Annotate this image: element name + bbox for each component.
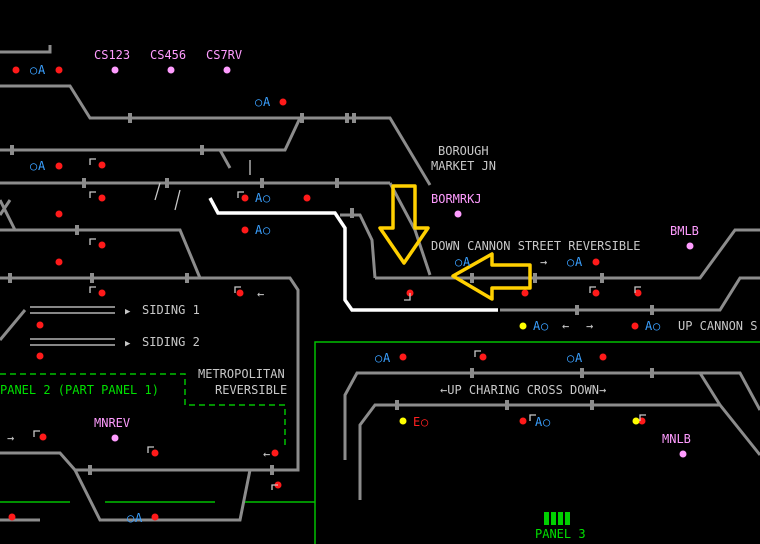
emergency-ring-icon: ○: [421, 415, 428, 429]
signals-yellow[interactable]: [399, 322, 640, 425]
svg-text:←: ←: [257, 287, 264, 301]
svg-text:A: A: [645, 319, 653, 333]
label-siding2: SIDING 2: [142, 335, 200, 349]
track-diag-left: [0, 199, 17, 231]
signals-red[interactable]: [8, 66, 646, 521]
track-diag-left2: [0, 309, 27, 341]
svg-text:→: →: [7, 431, 14, 445]
track-layer: [0, 45, 760, 522]
svg-text:A: A: [575, 255, 583, 269]
track-upper-main: [0, 84, 432, 186]
label-panel2: PANEL 2 (PART PANEL 1): [0, 383, 159, 397]
berth-dots: [111, 66, 694, 458]
track-down-cannon: [375, 228, 760, 280]
svg-text:A: A: [535, 415, 543, 429]
track-lower-left: [0, 451, 290, 472]
label-panel3[interactable]: PANEL 3: [535, 527, 586, 541]
svg-text:○: ○: [263, 191, 270, 205]
svg-text:A: A: [135, 511, 143, 525]
track-lower-loop: [73, 469, 252, 522]
berth-mnlb[interactable]: MNLB: [662, 432, 691, 446]
panel2-border: [0, 373, 286, 445]
label-borough: BOROUGH: [438, 144, 489, 158]
yellow-down-arrow-icon: [378, 184, 430, 265]
label-up-charing-cross: ←UP CHARING CROSS DOWN→: [440, 383, 606, 397]
track-up-cannon: [500, 276, 760, 312]
track-stub-top: [0, 45, 52, 54]
svg-text:○: ○: [30, 159, 37, 173]
svg-text:○: ○: [543, 415, 550, 429]
sidings: [30, 306, 115, 346]
label-up-cannon: UP CANNON S: [678, 319, 757, 333]
siding1-arrow-icon: ▶: [125, 307, 131, 317]
svg-text:→: →: [586, 319, 593, 333]
direction-arrows: ← → ← → → ←: [7, 255, 593, 461]
panel3-indicator-icon[interactable]: [544, 512, 570, 525]
track-down-cannon-left: [0, 276, 300, 472]
emergency-marker[interactable]: E: [413, 415, 420, 429]
berth-cs456[interactable]: CS456: [150, 48, 186, 62]
yellow-left-arrow-icon: [451, 252, 532, 301]
label-down-cannon: DOWN CANNON STREET REVERSIBLE: [431, 239, 641, 253]
svg-text:A: A: [575, 351, 583, 365]
siding2-arrow-icon: ▶: [125, 339, 131, 349]
svg-text:○: ○: [255, 95, 262, 109]
track-crossover-a: [218, 149, 232, 169]
route-set-line: [208, 197, 498, 312]
svg-text:○: ○: [127, 511, 134, 525]
berth-cs123[interactable]: CS123: [94, 48, 130, 62]
svg-text:A: A: [263, 95, 271, 109]
auto-markers[interactable]: ○A ○A ○A A○ A○ ○A ○A A○ A○ ○A ○A A○ ○A: [30, 63, 660, 525]
berth-bormrkj[interactable]: BORMRKJ: [431, 192, 482, 206]
svg-text:○: ○: [653, 319, 660, 333]
svg-text:←: ←: [562, 319, 569, 333]
svg-text:○: ○: [541, 319, 548, 333]
svg-text:A: A: [383, 351, 391, 365]
track-second: [0, 117, 302, 152]
track-panel3-lower: [358, 403, 760, 500]
label-market-jn: MARKET JN: [431, 159, 496, 173]
signal-posts: [33, 158, 646, 490]
svg-text:A: A: [38, 63, 46, 77]
svg-text:→: →: [540, 255, 547, 269]
svg-text:A: A: [38, 159, 46, 173]
svg-text:○: ○: [263, 223, 270, 237]
svg-text:○: ○: [567, 351, 574, 365]
track-joints: [8, 113, 654, 475]
svg-text:←: ←: [263, 447, 270, 461]
panel3-border: [314, 341, 760, 544]
svg-text:○: ○: [455, 255, 462, 269]
svg-text:A: A: [463, 255, 471, 269]
berth-mnrev[interactable]: MNREV: [94, 416, 130, 430]
label-metropolitan: METROPOLITAN: [198, 367, 285, 381]
svg-text:A: A: [255, 191, 263, 205]
berth-bmlb[interactable]: BMLB: [670, 224, 699, 238]
svg-text:○: ○: [375, 351, 382, 365]
svg-text:A: A: [533, 319, 541, 333]
svg-text:○: ○: [567, 255, 574, 269]
track-panel3-cross: [698, 372, 722, 406]
svg-text:A: A: [255, 223, 263, 237]
track-fourth: [0, 228, 202, 279]
svg-text:○: ○: [30, 63, 37, 77]
label-siding1: SIDING 1: [142, 303, 200, 317]
track-panel3-upper: [343, 371, 760, 460]
track-third-junction: [388, 182, 432, 276]
label-reversible: REVERSIBLE: [215, 383, 287, 397]
berth-cs7rv[interactable]: CS7RV: [206, 48, 242, 62]
